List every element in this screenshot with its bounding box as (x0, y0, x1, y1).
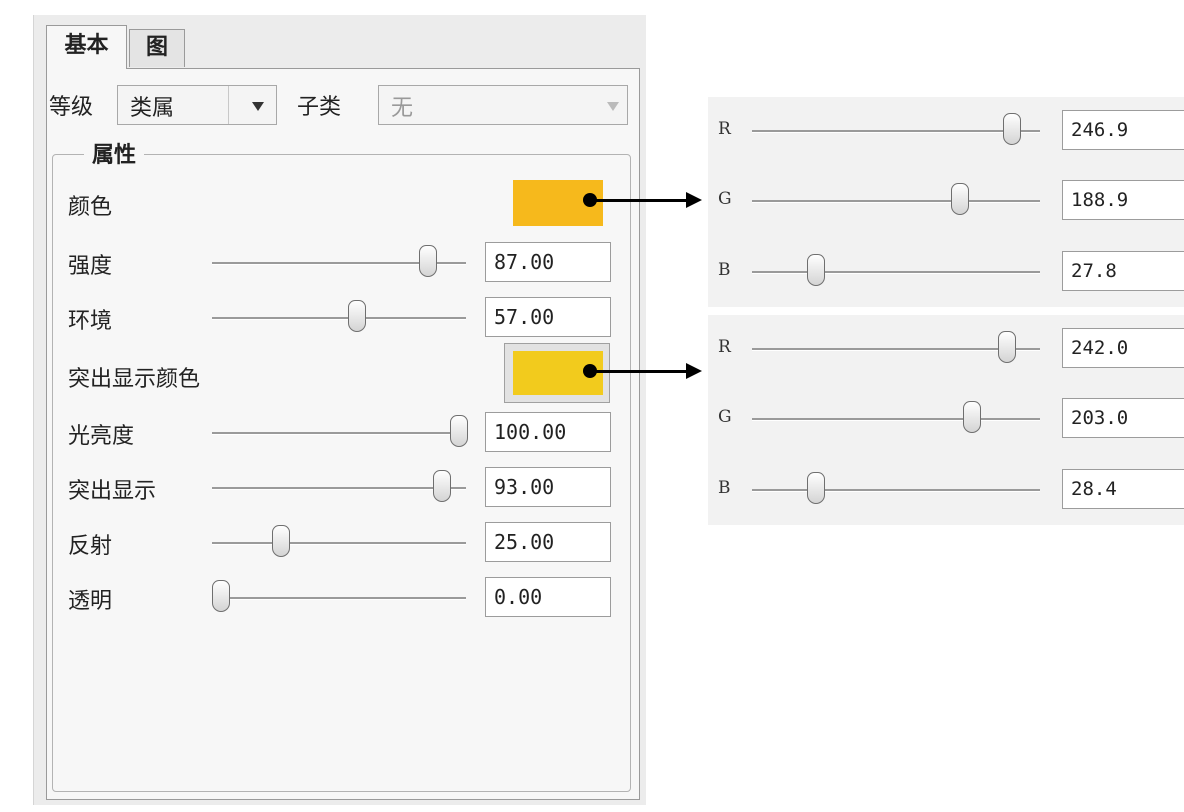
channel-value-input[interactable]: 27.8 (1062, 251, 1184, 291)
channel-slider-thumb[interactable] (807, 472, 826, 504)
chevron-down-icon (252, 102, 264, 111)
connector-arrow-line (590, 370, 688, 373)
slider-label: 环境 (68, 309, 113, 334)
slider-thumb[interactable] (212, 580, 230, 612)
dropdown-separator (228, 86, 229, 124)
class-dropdown-value: 类属 (130, 96, 175, 121)
chevron-down-icon (607, 102, 619, 111)
slider-label: 反射 (68, 534, 113, 559)
channel-slider-thumb[interactable] (806, 254, 825, 286)
class-dropdown[interactable]: 类属 (117, 85, 277, 125)
value-input[interactable]: 0.00 (485, 577, 611, 617)
slider-track (212, 597, 466, 599)
channel-value-input[interactable]: 188.9 (1062, 180, 1184, 220)
subclass-dropdown-value: 无 (391, 96, 414, 121)
slider-label: 透明 (68, 589, 113, 614)
value-input[interactable]: 100.00 (485, 412, 611, 452)
subclass-label: 子类 (297, 95, 342, 120)
slider-track (212, 432, 466, 434)
slider-thumb[interactable] (419, 245, 438, 277)
level-label: 等级 (49, 95, 94, 120)
arrow-right-icon (686, 363, 702, 379)
slider-track (212, 542, 466, 544)
slider-thumb[interactable] (347, 300, 366, 332)
channel-slider-track (752, 418, 1040, 420)
tab-graph[interactable]: 图 (129, 29, 185, 67)
channel-slider-track (752, 271, 1040, 273)
channel-value-input[interactable]: 242.0 (1062, 328, 1184, 368)
channel-slider-thumb[interactable] (998, 331, 1017, 363)
value-input[interactable]: 25.00 (485, 522, 611, 562)
connector-arrow-line (590, 199, 688, 202)
channel-label-g: G (718, 407, 732, 427)
channel-label-r: R (718, 337, 731, 357)
slider-thumb[interactable] (271, 525, 290, 557)
channel-value-input[interactable]: 203.0 (1062, 398, 1184, 438)
arrow-right-icon (686, 192, 702, 208)
slider-thumb[interactable] (433, 470, 452, 502)
channel-value-input[interactable]: 28.4 (1062, 469, 1184, 509)
color-label: 颜色 (68, 195, 113, 220)
channel-label-b: B (718, 260, 731, 280)
slider-track (212, 317, 466, 319)
value-input[interactable]: 87.00 (485, 242, 611, 282)
highlight-color-label: 突出显示颜色 (68, 367, 201, 392)
channel-slider-thumb[interactable] (963, 401, 982, 433)
channel-slider-track (752, 130, 1040, 132)
channel-value-input[interactable]: 246.9 (1062, 110, 1184, 150)
value-input[interactable]: 57.00 (485, 297, 611, 337)
value-input[interactable]: 93.00 (485, 467, 611, 507)
tab-basic[interactable]: 基本 (46, 25, 127, 69)
properties-group (52, 154, 631, 792)
slider-track (212, 487, 466, 489)
slider-label: 突出显示 (68, 479, 157, 504)
channel-label-b: B (718, 478, 731, 498)
slider-track (212, 262, 466, 264)
properties-group-title: 属性 (84, 137, 145, 169)
slider-label: 光亮度 (68, 424, 135, 449)
channel-label-g: G (718, 189, 732, 209)
subclass-dropdown[interactable]: 无 (378, 85, 628, 125)
channel-slider-track (752, 200, 1040, 202)
channel-slider-track (752, 348, 1040, 350)
channel-label-r: R (718, 119, 731, 139)
channel-slider-track (752, 489, 1040, 491)
channel-slider-thumb[interactable] (1002, 113, 1021, 145)
slider-thumb[interactable] (450, 415, 468, 447)
slider-label: 强度 (68, 254, 113, 279)
channel-slider-thumb[interactable] (950, 183, 969, 215)
